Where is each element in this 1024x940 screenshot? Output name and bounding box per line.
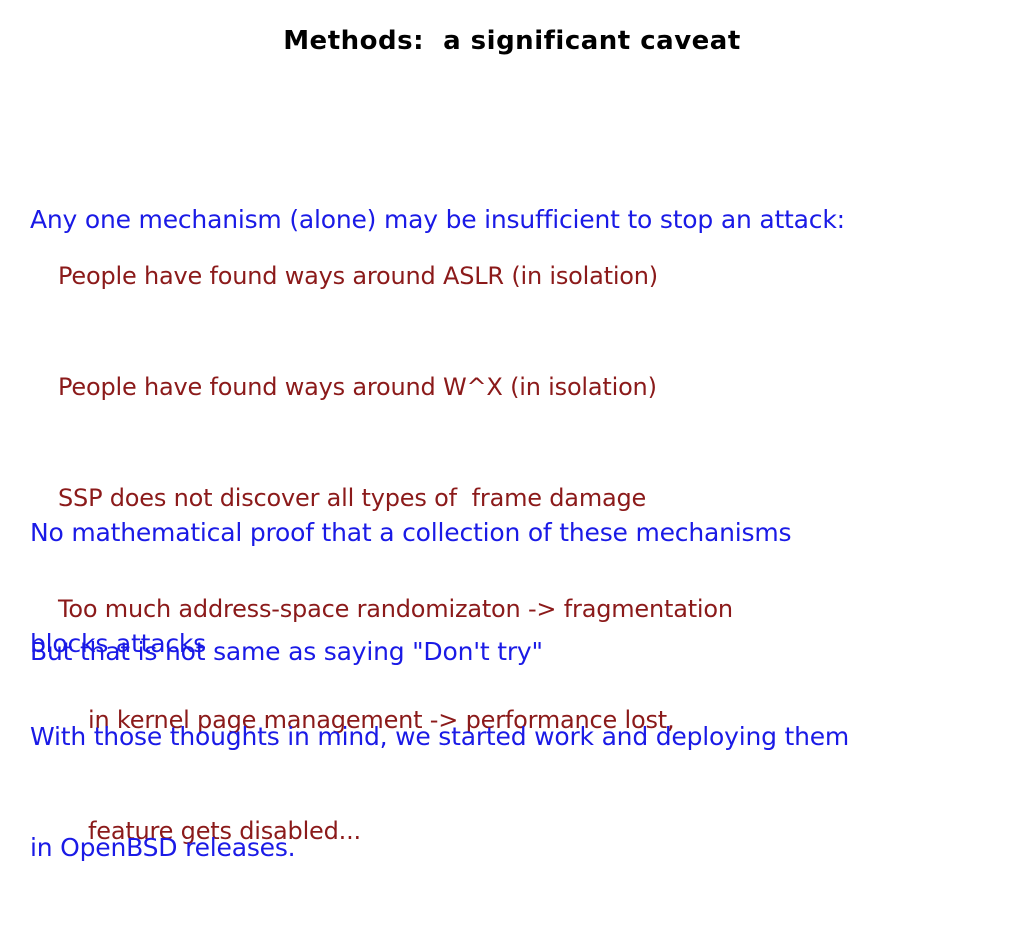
slide-title: Methods: a significant caveat [283, 26, 741, 56]
caveat-item-aslr: People have found ways around ASLR (in i… [58, 262, 658, 290]
but-try-text: But that is not same as saying "Don't tr… [30, 637, 543, 666]
intro-statement-text: Any one mechanism (alone) may be insuffi… [30, 205, 845, 234]
no-proof-paragraph: No mathematical proof that a collection … [30, 440, 791, 736]
caveat-item-ssp: SSP does not discover all types of frame… [58, 484, 647, 512]
intro-statement: Any one mechanism (alone) may be insuffi… [30, 127, 845, 312]
no-proof-line-2: blocks attacks [30, 629, 206, 658]
presentation-slide: Methods: a significant caveat Any one me… [30, 26, 850, 862]
closing-line-2: in OpenBSD releases. [30, 833, 296, 862]
closing-line-1: With those thoughts in mind, we started … [30, 722, 850, 751]
no-proof-line-1: No mathematical proof that a collection … [30, 518, 792, 547]
caveat-item-wxorx: People have found ways around W^X (in is… [58, 373, 657, 401]
but-try-paragraph: But that is not same as saying "Don't tr… [30, 559, 543, 744]
closing-paragraph: With those thoughts in mind, we started … [30, 644, 849, 940]
caveat-item-randomization: Too much address-space randomizaton -> f… [58, 595, 733, 623]
caveat-item-kernel-paging: in kernel page management -> performance… [88, 706, 675, 734]
